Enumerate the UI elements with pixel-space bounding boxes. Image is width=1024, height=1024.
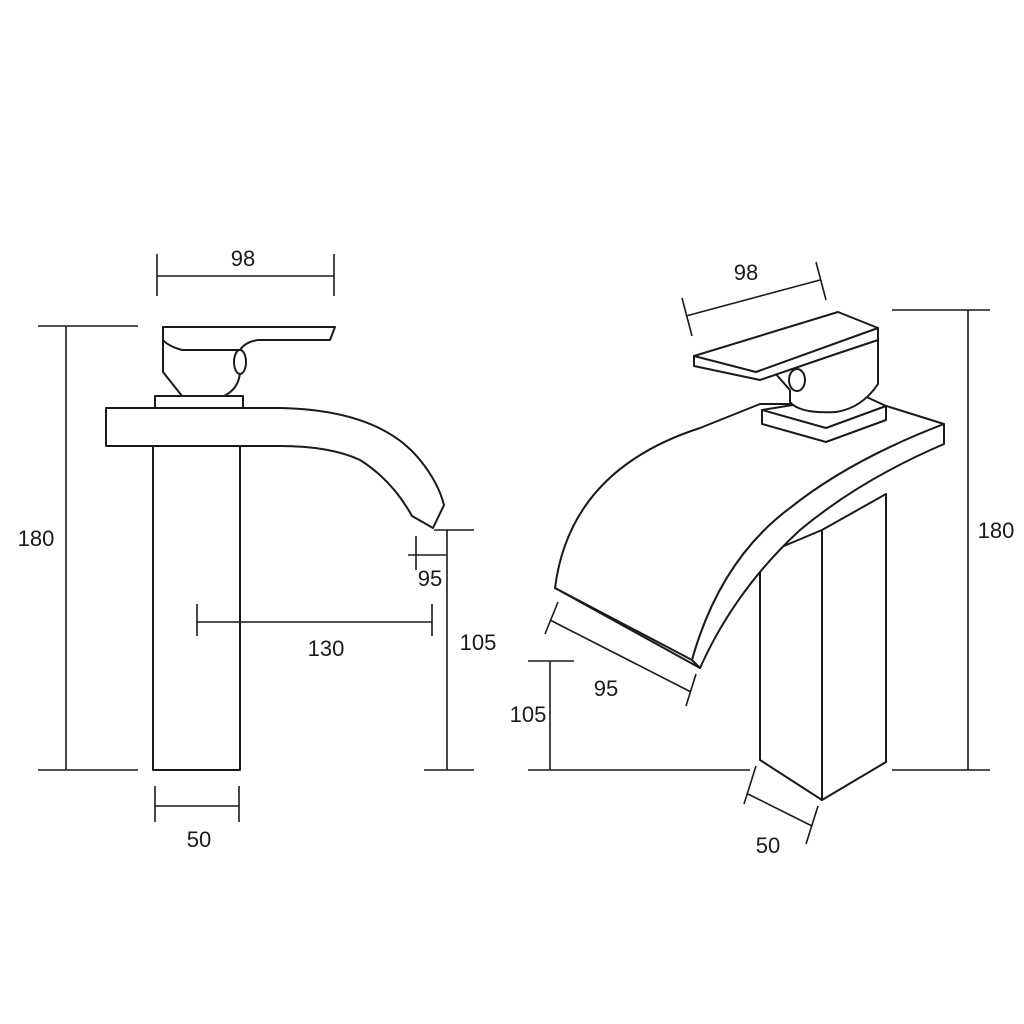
persp-handle-knob xyxy=(788,368,806,392)
persp-handle-lever xyxy=(693,311,879,381)
persp-dim-95-label: 95 xyxy=(594,676,618,701)
persp-dim-98: 98 xyxy=(681,260,827,337)
side-dim-105-label: 105 xyxy=(460,630,497,655)
persp-dim-180-label: 180 xyxy=(978,518,1015,543)
persp-dim-105-label: 105 xyxy=(510,702,547,727)
persp-dim-98-label: 98 xyxy=(734,260,758,285)
persp-spout-front xyxy=(691,423,945,669)
side-dim-180-label: 180 xyxy=(18,526,55,551)
side-dim-95: 95 xyxy=(408,529,474,591)
persp-dim-50-label: 50 xyxy=(756,833,780,858)
side-dim-50-label: 50 xyxy=(187,827,211,852)
persp-spout-lip xyxy=(554,587,701,669)
persp-dim-50: 50 xyxy=(743,765,819,858)
side-dim-98: 98 xyxy=(156,246,335,296)
side-view: 98 180 95 130 105 xyxy=(18,246,497,852)
side-dim-98-label: 98 xyxy=(231,246,255,271)
side-dim-130-label: 130 xyxy=(308,636,345,661)
persp-handle-base-edge2 xyxy=(825,405,887,429)
persp-body-front xyxy=(759,529,823,801)
side-handle-lever xyxy=(162,326,336,351)
persp-dim-180: 180 xyxy=(892,309,1015,771)
perspective-view: 98 180 95 105 50 xyxy=(510,260,1015,858)
persp-handle-lever-edge2 xyxy=(755,327,879,373)
side-handle-knob xyxy=(233,349,247,375)
persp-dim-95: 95 xyxy=(544,601,697,707)
persp-handle-lever-edge xyxy=(693,355,757,373)
side-dim-50: 50 xyxy=(154,786,240,852)
side-dim-95-label: 95 xyxy=(418,566,442,591)
persp-dim-105: 105 xyxy=(510,660,750,771)
side-spout xyxy=(105,407,445,529)
side-handle-base xyxy=(154,395,244,409)
side-dim-130: 130 xyxy=(196,604,433,661)
side-dim-180: 180 xyxy=(18,325,138,771)
persp-body-side xyxy=(821,493,887,801)
persp-handle-base-edge xyxy=(761,409,827,429)
side-dim-105: 105 xyxy=(424,530,497,771)
